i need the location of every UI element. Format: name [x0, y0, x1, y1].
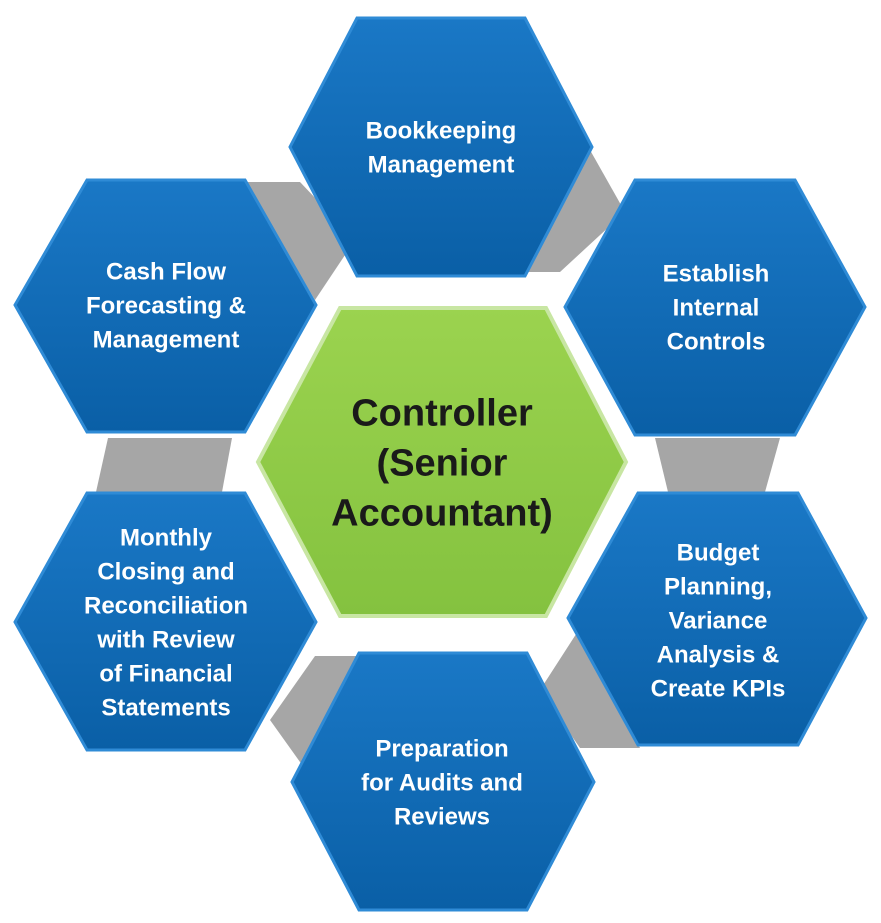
hex-label-line: Internal [673, 294, 760, 321]
hex-label-line: Budget [677, 539, 760, 566]
hex-label-line: Cash Flow [106, 258, 226, 285]
hex-label-line: Statements [101, 694, 230, 721]
connector-bookkeeping-controls [522, 150, 625, 272]
hex-label-line: Monthly [120, 524, 213, 551]
hex-label-line: Controls [667, 328, 766, 355]
hex-label-line: Planning, [664, 573, 772, 600]
hex-label-line: Controller [351, 392, 533, 434]
connector-audits-closing [270, 656, 360, 790]
hex-label-line: of Financial [99, 660, 232, 687]
connector-budget-audits [540, 628, 640, 748]
hex-label-line: (Senior [377, 442, 508, 484]
hex-label-line: Bookkeeping [366, 117, 517, 144]
hex-label-line: Forecasting & [86, 292, 246, 319]
hex-label-line: Analysis & [657, 641, 780, 668]
hex-label-line: Reviews [394, 803, 490, 830]
hex-label-line: Reconciliation [84, 592, 248, 619]
hex-label-line: Create KPIs [651, 675, 786, 702]
hex-label-line: Management [93, 326, 240, 353]
connector-closing-cashflow [96, 438, 232, 492]
hex-label-line: Management [368, 151, 515, 178]
hex-label-line: Variance [669, 607, 768, 634]
hex-label-line: Preparation [375, 735, 508, 762]
hex-label-line: for Audits and [361, 769, 523, 796]
hex-label-line: Accountant) [331, 492, 553, 534]
hex-label-line: Closing and [97, 558, 234, 585]
connector-controls-budget [655, 438, 780, 492]
hex-label-line: Establish [663, 260, 770, 287]
hex-label-line: with Review [96, 626, 235, 653]
